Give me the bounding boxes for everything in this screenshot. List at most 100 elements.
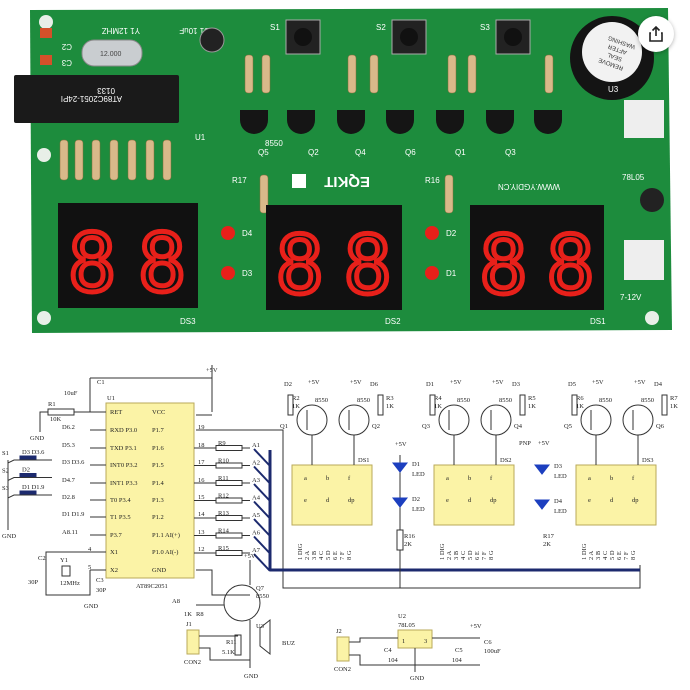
u1-pin-right: P1.1 AI(+)	[152, 532, 180, 539]
switch-label: S3	[2, 485, 9, 492]
share-button[interactable]	[638, 16, 674, 52]
digit: 8	[344, 219, 392, 312]
segment-label: a	[304, 475, 307, 482]
u1-pin-left: INT1 P3.3	[110, 480, 137, 487]
led-ref: D2	[412, 496, 420, 503]
r17-value: 2K	[543, 541, 551, 548]
transistor-type: 8550	[499, 397, 512, 404]
share-icon	[649, 25, 663, 42]
pin-number: 18	[198, 442, 205, 449]
transistor-type: 8550	[315, 397, 328, 404]
resistor-label: R15	[218, 545, 229, 552]
resistor	[215, 480, 243, 486]
r16-label: R16	[425, 176, 440, 185]
segment-label: b	[326, 475, 329, 482]
mcu-code: 0133	[97, 86, 115, 95]
u1-chip	[105, 402, 195, 579]
brand-logo	[292, 174, 306, 188]
buzzer-symbol	[259, 618, 271, 656]
transistor-type: 8550	[457, 397, 470, 404]
segment-label: e	[588, 497, 591, 504]
net-label: D2	[284, 381, 292, 388]
c1-label: C1 10uF	[179, 26, 210, 35]
q3-label: Q3	[505, 148, 516, 157]
bus-label: A3	[252, 477, 260, 484]
r11-value: 5.1K	[222, 649, 235, 656]
website-text: WWW.YGDIY.CN	[498, 182, 560, 191]
power-connector	[624, 240, 664, 280]
q7-type: 8550	[256, 593, 269, 600]
resistor-ref: R4	[434, 395, 442, 402]
resistor-value: 1K	[528, 403, 536, 410]
switch-net: D2	[22, 467, 30, 474]
led-label: LED	[412, 506, 425, 513]
led-ref: D1	[412, 461, 420, 468]
led-symbol	[533, 499, 551, 510]
transistor-ref: Q6	[656, 423, 665, 430]
segment-label: d	[610, 497, 614, 504]
net-label: 4	[88, 546, 92, 553]
segment-label: b	[610, 475, 613, 482]
resistor	[215, 462, 243, 469]
switch-net: D3 D3.6	[22, 449, 45, 456]
net-label: A8	[172, 598, 180, 605]
pnp-transistor	[480, 404, 512, 436]
u1-pin-right: P1.5	[152, 462, 164, 469]
schematic	[7, 365, 668, 672]
u1-pin-left: X1	[110, 549, 118, 556]
vcc-label: +5V	[470, 623, 482, 630]
q5-label: Q5	[258, 148, 269, 157]
u1-label: U1	[195, 133, 206, 142]
segment-label: f	[490, 475, 493, 482]
resistor-value: 1K	[670, 403, 678, 410]
vcc-label: +5V	[350, 379, 362, 386]
segment-label: d	[326, 497, 330, 504]
display-pin: 5 D	[467, 550, 474, 560]
resistor-value: 1K	[386, 403, 394, 410]
r11-resistor	[234, 634, 242, 656]
u1-pin-left: RXD P3.0	[110, 427, 137, 434]
vcc-label: +5V	[450, 379, 462, 386]
bus-label: A6	[252, 530, 261, 537]
u1-pin-right: VCC	[152, 409, 165, 416]
display-pin: 6 E	[474, 551, 481, 560]
ds2-label: DS2	[385, 317, 401, 326]
net-label: D3 D3.6	[62, 459, 85, 466]
resistor	[215, 497, 243, 504]
s1-label: S1	[270, 23, 280, 32]
j2-label: J2	[336, 628, 342, 635]
led-d3	[221, 266, 235, 280]
u1-pin-left: T1 P3.5	[110, 514, 131, 521]
display-pin: 6 E	[332, 551, 339, 560]
pin-number: 16	[198, 477, 205, 484]
display-pin: 5 D	[609, 550, 616, 560]
transistor-ref: Q1	[280, 423, 288, 430]
crystal	[81, 39, 143, 67]
display-label: DS1	[358, 457, 370, 464]
led-d1	[425, 266, 439, 280]
c3-label: C3	[96, 577, 104, 584]
mounting-hole	[37, 311, 51, 325]
gnd-label: GND	[244, 673, 258, 680]
net-label: D4	[654, 381, 663, 388]
display-pin: 7 F	[339, 551, 346, 560]
pnp-transistor	[580, 404, 612, 436]
segment-label: dp	[632, 497, 639, 504]
switch-net: D1 D1.9	[22, 484, 44, 491]
display-pin: 2 A	[588, 550, 595, 560]
u1-pin-right: P1.6	[152, 445, 164, 452]
pin-number: 17	[198, 459, 205, 466]
j2-connector	[336, 636, 350, 662]
u1-pin-right: P1.0 AI(-)	[152, 549, 178, 556]
c5-label: C5	[455, 647, 463, 654]
net-label: D5.3	[62, 442, 75, 449]
display-label: DS3	[642, 457, 654, 464]
resistor-label: R10	[218, 458, 229, 465]
display-pin: 3 B	[453, 550, 460, 560]
led-ref: D4	[554, 498, 563, 505]
segment-label: e	[446, 497, 449, 504]
display-pin: 8 G	[346, 550, 353, 560]
d2-label: D2	[446, 229, 457, 238]
bus-label: A5	[252, 512, 260, 519]
q2-label: Q2	[308, 148, 319, 157]
